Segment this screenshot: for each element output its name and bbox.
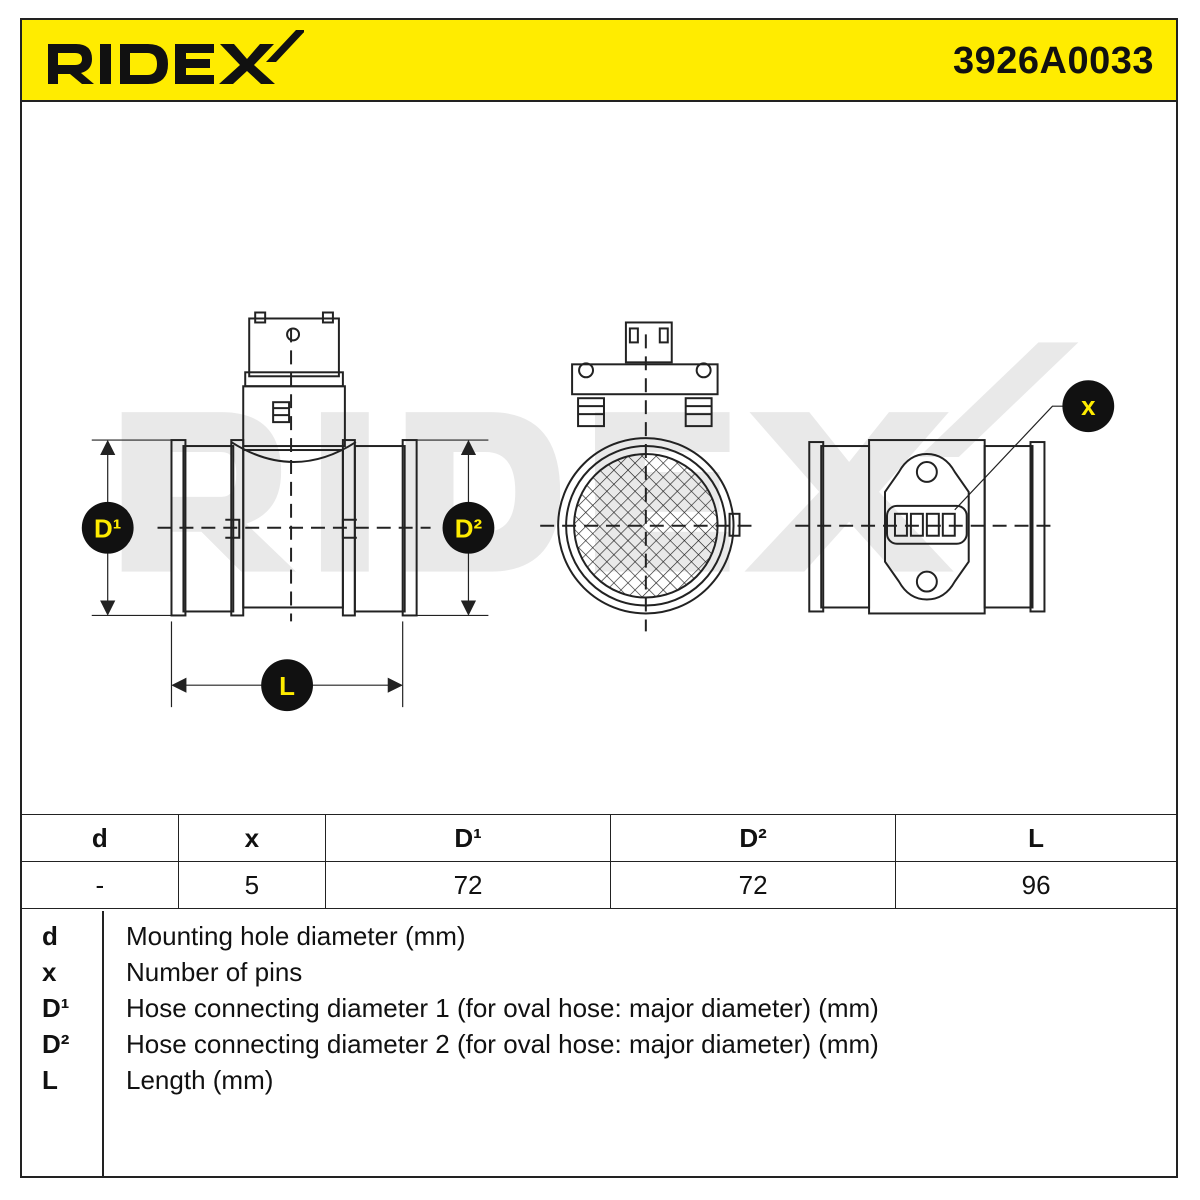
legend-description: Hose connecting diameter 2 (for oval hos…: [126, 1029, 879, 1059]
legend-description: Length (mm): [126, 1065, 274, 1095]
table-row: - 5 72 72 96: [22, 861, 1176, 909]
table-header-cell: d: [22, 814, 179, 862]
legend-key: x: [42, 957, 57, 987]
table-header-cell: x: [177, 814, 327, 862]
label-length: L: [261, 659, 313, 712]
table-cell: 72: [325, 861, 612, 909]
svg-text:D²: D²: [455, 516, 483, 544]
legend-item: D¹ Hose connecting diameter 1 (for oval …: [22, 993, 1176, 1029]
legend-key: D²: [42, 1029, 70, 1059]
part-number: 3926A0033: [952, 40, 1154, 82]
legend-description: Mounting hole diameter (mm): [126, 921, 466, 951]
label-pins: x: [1062, 380, 1115, 433]
legend-key: d: [42, 921, 58, 951]
label-d1: D¹: [81, 501, 134, 554]
table-cell: 96: [895, 861, 1176, 909]
svg-text:L: L: [279, 673, 295, 701]
legend-description: Number of pins: [126, 957, 303, 987]
svg-text:x: x: [1081, 393, 1096, 421]
legend-divider: [102, 911, 104, 1176]
table-header-cell: L: [895, 814, 1176, 862]
table-cell: -: [22, 861, 179, 909]
legend-description: Hose connecting diameter 1 (for oval hos…: [126, 993, 879, 1023]
table-header-cell: D²: [610, 814, 897, 862]
product-sheet: 3926A0033: [20, 18, 1178, 1178]
legend-key: L: [42, 1065, 58, 1095]
table-cell: 5: [177, 861, 327, 909]
table-cell: 72: [610, 861, 897, 909]
header-bar: 3926A0033: [22, 20, 1176, 102]
legend: d Mounting hole diameter (mm) x Number o…: [22, 911, 1176, 1176]
front-view: [540, 321, 754, 632]
table-header-cell: D¹: [325, 814, 612, 862]
legend-key: D¹: [42, 993, 70, 1023]
specification-table: d x D¹ D² L - 5 72 72 96: [22, 814, 1176, 909]
label-d2: D²: [442, 501, 495, 554]
table-header-row: d x D¹ D² L: [22, 814, 1176, 862]
legend-item: D² Hose connecting diameter 2 (for oval …: [22, 1029, 1176, 1065]
svg-text:D¹: D¹: [94, 516, 121, 544]
legend-item: x Number of pins: [22, 957, 1176, 993]
technical-drawing: D¹ D² L x: [81, 311, 1115, 712]
top-view: [795, 405, 1071, 615]
ridex-logo: [48, 30, 304, 84]
legend-item: L Length (mm): [22, 1065, 1176, 1101]
legend-item: d Mounting hole diameter (mm): [22, 921, 1176, 957]
